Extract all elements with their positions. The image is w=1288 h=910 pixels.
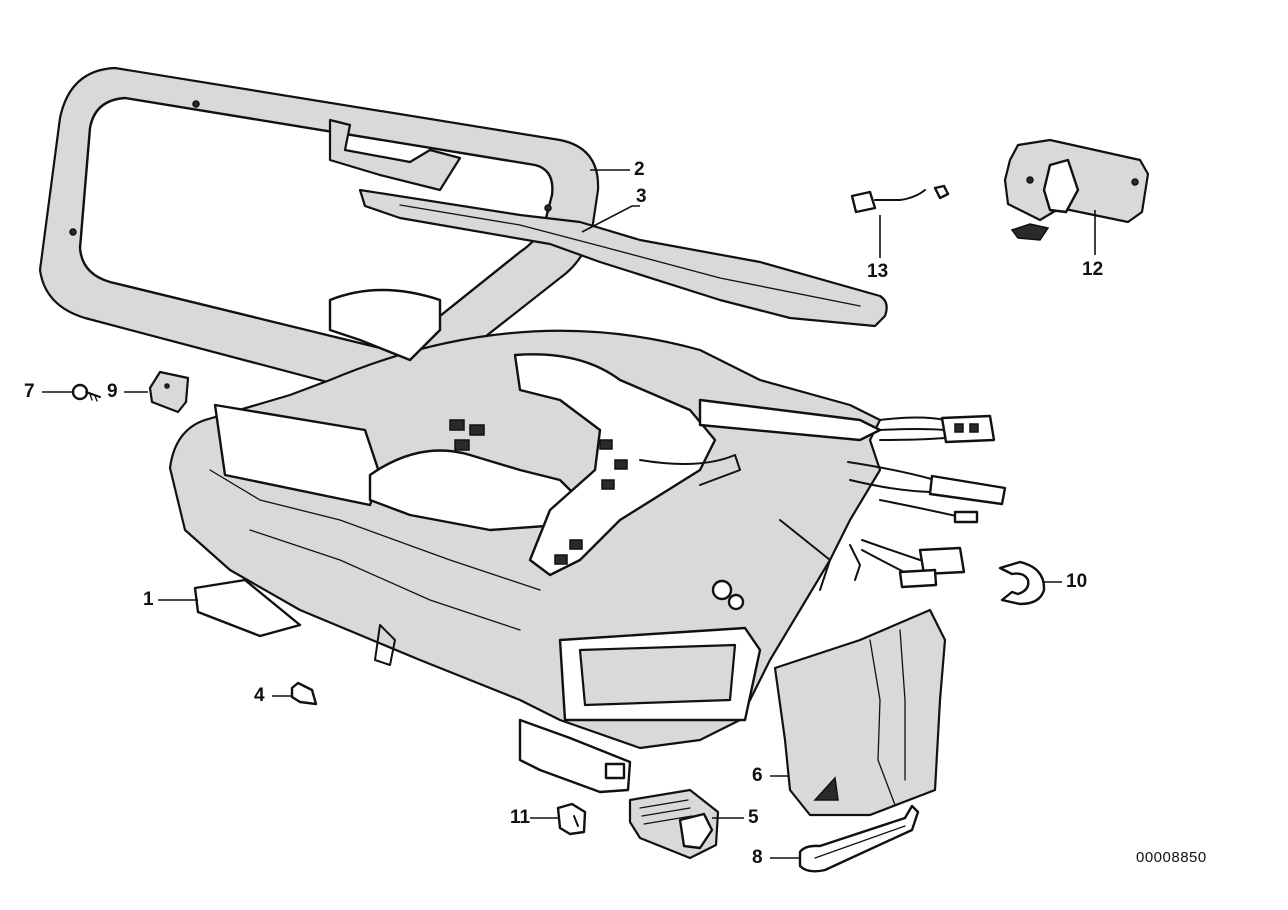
- callout-1: 1: [143, 589, 154, 610]
- callout-8: 8: [752, 847, 763, 868]
- part-11-clip[interactable]: [556, 802, 587, 836]
- callout-5: 5: [748, 807, 759, 828]
- callout-2: 2: [634, 159, 645, 180]
- part-8-seal[interactable]: [798, 804, 920, 873]
- callout-4: 4: [254, 685, 265, 706]
- part-1-heater-housing[interactable]: [168, 288, 882, 794]
- part-7-screw[interactable]: [71, 383, 101, 402]
- callout-3: 3: [636, 186, 647, 207]
- part-9-bracket[interactable]: [148, 370, 190, 414]
- callout-12: 12: [1082, 259, 1104, 280]
- part-5-actuator[interactable]: [628, 788, 720, 860]
- callout-9: 9: [107, 381, 118, 402]
- part-3-seal-strip[interactable]: [358, 188, 888, 328]
- wiring-harness[interactable]: [847, 414, 1007, 589]
- callout-7: 7: [24, 381, 35, 402]
- diagram-id-number: 00008850: [1136, 849, 1207, 866]
- part-4-clip[interactable]: [290, 681, 318, 706]
- part-2-frame[interactable]: [38, 66, 600, 398]
- callout-10: 10: [1066, 571, 1088, 592]
- part-13-sensor[interactable]: [850, 184, 950, 214]
- part-12-servo-motor[interactable]: [1003, 138, 1150, 241]
- leader-lines: [42, 169, 1096, 859]
- callout-11: 11: [510, 807, 531, 828]
- housing-vents: [449, 419, 628, 565]
- callout-13: 13: [867, 261, 889, 282]
- part-6-duct-cover[interactable]: [773, 608, 947, 817]
- part-10-clamp[interactable]: [998, 560, 1046, 606]
- callout-6: 6: [752, 765, 763, 786]
